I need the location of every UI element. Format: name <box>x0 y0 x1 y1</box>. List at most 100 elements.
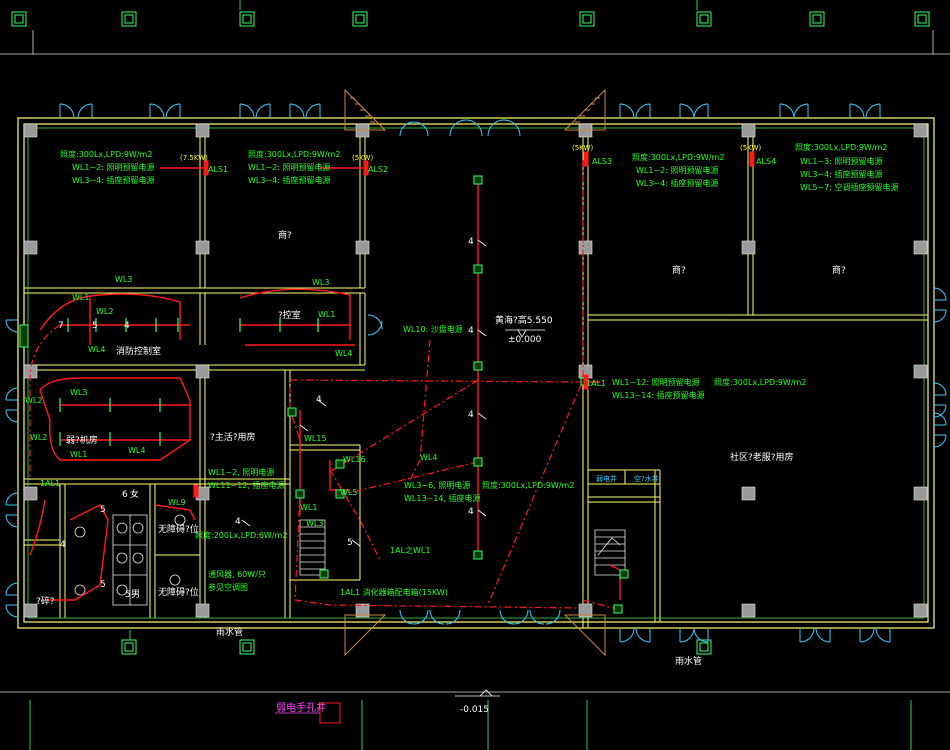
illum-label-community: 照度:300Lx,LPD:9W/m2 <box>714 377 806 387</box>
circuit-wl1-b: WL1 <box>318 310 335 319</box>
count-5b: 5 <box>100 505 106 515</box>
room-store-right2: 商? <box>832 264 846 276</box>
wl57-label-store4: WL5~7: 空调插座预留电源 <box>800 182 899 192</box>
circuit-wl1-c: WL1 <box>70 450 87 459</box>
ref-ac-label: 参见空调图 <box>208 582 248 592</box>
room-weak-well: 弱电井 <box>596 474 617 483</box>
circuit-wl4-a: WL4 <box>88 345 105 354</box>
legend-hand-well: 弱电手孔井 <box>276 701 326 714</box>
wl34-label-store1: WL3~4: 插座预留电源 <box>72 175 155 185</box>
light-fixtures <box>19 175 629 614</box>
wire-tick-marks <box>241 239 487 547</box>
axis-lines-bottom <box>29 0 912 750</box>
kw-label-4: (5KW) <box>740 144 761 152</box>
wl12-label-living: WL1~2, 照明电源 <box>208 467 274 477</box>
circuit-wl16: WL16 <box>343 455 366 464</box>
kw-label-2: (5KW) <box>352 154 373 162</box>
count-5d: 5 <box>125 590 131 600</box>
circuit-wl2-a: WL2 <box>96 307 113 316</box>
distribution-panels <box>193 151 755 498</box>
wl34-label-store3: WL3~4: 插座预留电源 <box>636 178 719 188</box>
restroom-fixtures <box>74 514 186 606</box>
kw-label-3: (5KW) <box>572 144 593 152</box>
circuit-wl4-c: WL4 <box>128 446 145 455</box>
room-living: ?主活?用房 <box>210 431 256 443</box>
illum-label-store2: 照度:300Lx,LPD:9W/m2 <box>248 149 340 159</box>
count-5: 5 <box>92 321 98 331</box>
circuit-wl1-a: WL1 <box>72 293 89 302</box>
wl1314b-label: WL13~14, 插座电源 <box>404 493 481 503</box>
wiring-dashed <box>29 160 621 611</box>
wl36-label: WL3~6, 照明电源 <box>404 480 470 490</box>
entrance-ramps <box>344 88 606 657</box>
count-4e: 4 <box>468 507 474 517</box>
wl13-label-store4: WL1~3: 照明预留电源 <box>800 156 883 166</box>
green-outline <box>27 127 925 619</box>
windows <box>5 103 947 643</box>
room-accessible-2: 无障碍?位 <box>158 586 199 598</box>
axis-bubbles-top <box>11 11 930 655</box>
circuit-wl4-d: WL4 <box>420 453 437 462</box>
yellow-sea-level: 黄海?高5.550 <box>495 314 553 326</box>
circuit-wl3-d: WL3 <box>306 519 323 528</box>
elevation-zero: ±0.000 <box>508 335 542 345</box>
room-mgmt: ?控室 <box>278 309 301 321</box>
room-fire-control: 消防控制室 <box>116 345 161 357</box>
illum-label-store4: 照度:300Lx,LPD:9W/m2 <box>795 142 887 152</box>
circuit-wl2-b: WL2 <box>25 396 42 405</box>
panel-als4: ALS4 <box>756 157 776 166</box>
panel-al1b: 1AL1 <box>40 479 60 488</box>
illum-label-store1: 照度:300Lx,LPD:9W/m2 <box>60 149 152 159</box>
count-4: 4 <box>124 321 130 331</box>
circuit-wl4-b: WL4 <box>335 349 352 358</box>
circuit-wl15: WL15 <box>304 434 327 443</box>
room-strong-well: 空?水井 <box>634 474 659 483</box>
count-4b: 4 <box>468 237 474 247</box>
frame-lines <box>0 30 950 693</box>
room-female: 女 <box>130 488 139 500</box>
columns <box>23 123 928 618</box>
fire-power-label: 1AL1 消化器箱配电箱(15KW) <box>340 587 448 597</box>
rain-pipe-2: 雨水管 <box>675 655 702 667</box>
circuit-wl2-c: WL2 <box>30 433 47 442</box>
kw-label-1: (7.5KW) <box>180 154 208 162</box>
elevation-markers <box>455 329 545 697</box>
illum-label-hall: 照度:300Lx,LPD:9W/m2 <box>482 480 574 490</box>
count-5c: 5 <box>100 580 106 590</box>
circuit-wl3-b: WL3 <box>312 278 329 287</box>
room-pump: 弱?机房 <box>66 434 98 446</box>
wl12-label-store1: WL1~2: 照明预留电源 <box>72 162 155 172</box>
room-misc: ?碎? <box>36 595 55 607</box>
count-4f: 4 <box>316 395 322 405</box>
wl10-label: WL10: 沙盘电源 <box>403 324 463 334</box>
wl12-label-store2: WL1~2: 照明预留电源 <box>248 162 331 172</box>
count-4c: 4 <box>468 326 474 336</box>
panel-als3: ALS3 <box>592 157 612 166</box>
wl1112-label-living: WL11~12, 插座电源 <box>208 480 285 490</box>
count-4g: 4 <box>235 517 241 527</box>
wl1314-label: WL13~14: 插座预留电源 <box>612 390 705 400</box>
illum-label-200: 照度:200Lx,LPD:6W/m2 <box>195 530 287 540</box>
count-7: 7 <box>58 321 64 331</box>
circuit-wl9: WL9 <box>168 498 185 507</box>
room-community: 社区?老服?用房 <box>730 451 794 463</box>
circuit-wl3-c: WL3 <box>70 388 87 397</box>
al-wl1-label: 1AL之WL1 <box>390 545 430 555</box>
panel-als2: ALS2 <box>368 165 388 174</box>
rain-pipe-1: 雨水管 <box>216 626 243 638</box>
count-6: 6 <box>122 490 128 500</box>
circuit-wl3-a: WL3 <box>115 275 132 284</box>
room-store-mid: 商? <box>278 229 292 241</box>
panel-als1: ALS1 <box>208 165 228 174</box>
count-4d: 4 <box>468 410 474 420</box>
wl12-label-store3: WL1~2: 照明预留电源 <box>636 165 719 175</box>
circuit-wl5: WL5 <box>340 488 357 497</box>
wl34-label-store2: WL3~4: 插座预留电源 <box>248 175 331 185</box>
room-accessible-1: 无障碍?位 <box>158 523 199 535</box>
room-store-right1: 商? <box>672 264 686 276</box>
count-4h: 4 <box>60 540 66 550</box>
panel-al1: 1AL1 <box>586 379 606 388</box>
wl34-label-store4: WL3~4: 插座预留电源 <box>800 169 883 179</box>
circuit-wl1-d: WL1 <box>300 503 317 512</box>
